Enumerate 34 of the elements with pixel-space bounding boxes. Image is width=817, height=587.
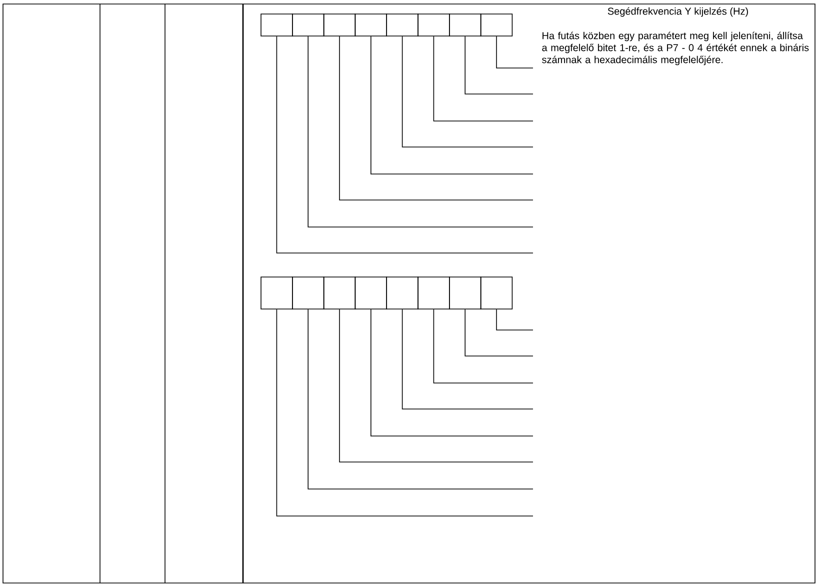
bit-box (480, 276, 513, 310)
bit-box (354, 14, 387, 36)
leader-line (402, 309, 534, 410)
bit-box (323, 276, 356, 310)
leader-line (339, 36, 534, 200)
bit-box (418, 276, 450, 310)
leader-line (402, 36, 534, 148)
leader-line (339, 309, 534, 462)
leader-line (464, 309, 534, 356)
leader-line (308, 36, 534, 228)
bit-box (292, 276, 324, 310)
leader-line (433, 36, 534, 122)
leader-line (496, 36, 534, 68)
leader-line (308, 309, 534, 490)
leader-line (433, 309, 534, 384)
bit-box (449, 14, 482, 36)
bit-box (418, 14, 450, 36)
leader-line (276, 309, 534, 516)
bit-box (386, 14, 418, 36)
heading-text: Segédfrekvencia Y kijelzés (Hz) (608, 7, 748, 17)
leader-line (496, 309, 534, 330)
bit-box (480, 14, 513, 36)
note-text: Ha futás közben egy paramétert meg kell jeleníteni, állítsa a megfelelő bitet 1-re, és a P7 - 0 4 értékét ennek a bináris számnak a hexadecimális megfelelőjére. (542, 32, 809, 66)
leader-line (370, 309, 534, 436)
bit-box (260, 276, 293, 310)
bit-box (292, 14, 324, 36)
bit-box (354, 276, 387, 310)
bit-box (386, 276, 418, 310)
leader-line (276, 36, 534, 254)
bit-box (449, 276, 482, 310)
leader-line (464, 36, 534, 94)
leader-line (370, 36, 534, 174)
bit-box (323, 14, 356, 36)
bit-box (260, 14, 293, 36)
